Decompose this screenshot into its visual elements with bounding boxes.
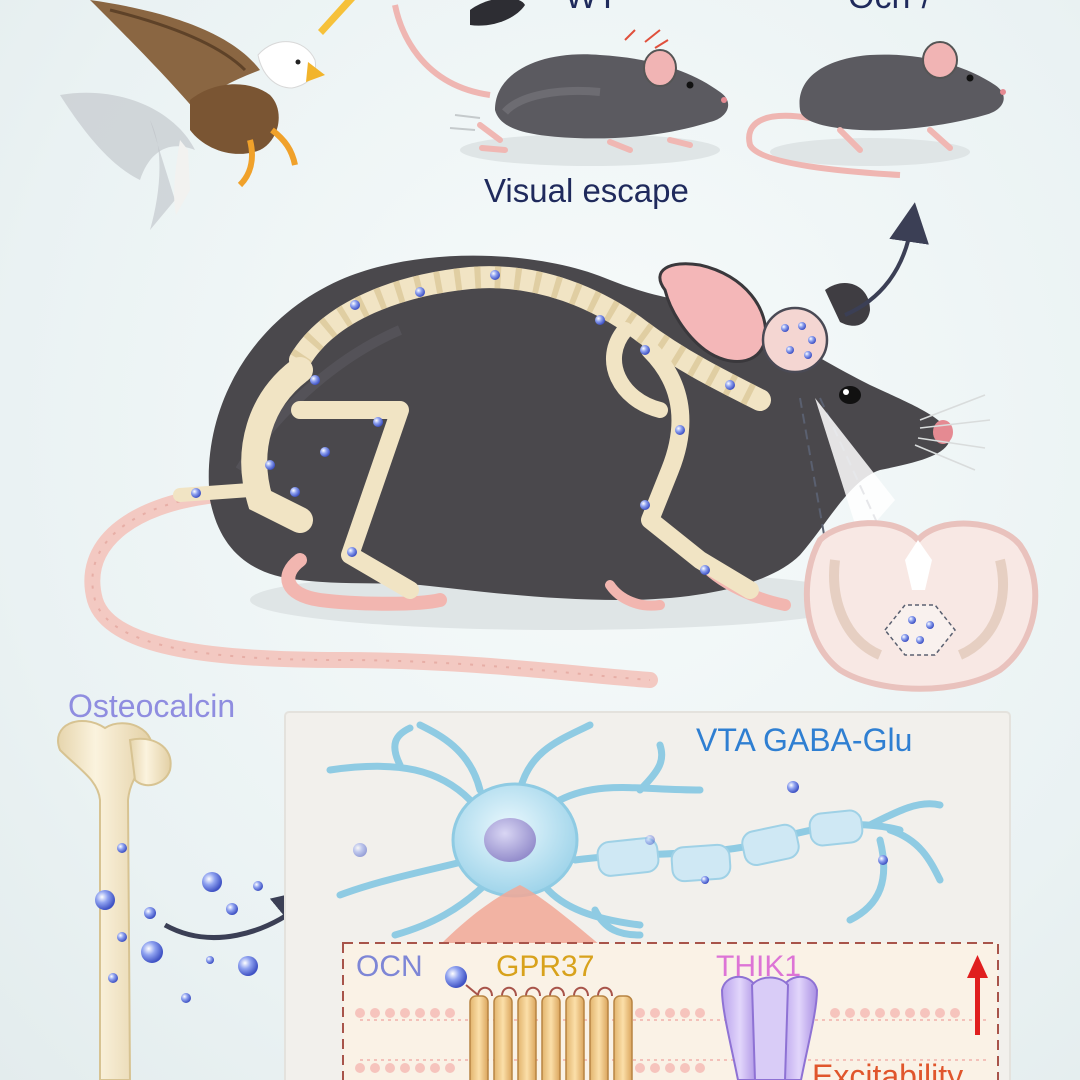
bone-icon [57,719,263,1080]
ocn-molecule-icon [445,966,467,988]
mouse-icon [392,4,729,166]
channel-icon [720,975,819,1080]
eagle-icon [60,0,355,230]
excitability-label: Excitability [812,1058,964,1080]
brain-slice-icon [803,520,1039,692]
receptor-icon [469,986,633,1080]
visual-escape-label: Visual escape [484,172,689,209]
thik1-label: THIK1 [716,950,802,983]
gpr37-label: GPR37 [496,950,595,983]
membrane [355,1008,990,1073]
large-mouse-icon [84,255,991,688]
vta-label: VTA GABA-Glu [696,722,913,758]
escape-arrow [844,202,929,317]
mouse-icon [746,41,1006,178]
neuron-icon [326,721,944,945]
ocn-label: OCN [356,950,423,983]
knockout-label: Ocn-/- [848,0,942,17]
shadow-shape [470,0,525,26]
wt-label: WT [565,0,618,17]
increase-arrow-icon [967,955,988,1035]
osteocalcin-label: Osteocalcin [68,688,236,724]
